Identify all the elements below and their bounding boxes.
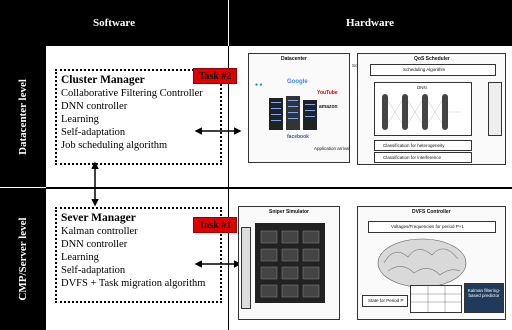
datacenter-panel: Datacenter ● ● Google YouTube amazon fac… (248, 53, 350, 163)
state-table-grid (411, 286, 461, 312)
hetero-box: Classification for heterogeneity (374, 140, 472, 151)
header-divider (228, 0, 229, 46)
qos-scheduler-title: QoS Scheduler (414, 56, 450, 62)
server-item: Self-adaptation (61, 265, 126, 276)
brain-icon (377, 238, 467, 288)
google-logo: Google (287, 79, 308, 85)
task2-badge: Task #2 (193, 68, 237, 84)
scheduling-algorithm-box: Scheduling Algorithm (370, 64, 496, 76)
cluster-item: Collaborative Filtering Controller (61, 88, 203, 99)
dvfs-panel: DVFS Controller Voltages/Frequencies for… (357, 206, 506, 320)
sniper-title: Sniper Simulator (269, 209, 310, 215)
hetero-label: Classification for heterogeneity (383, 143, 445, 148)
row-divider (46, 187, 512, 189)
qos-scheduler-panel: QoS Scheduler Scheduling Algorithm DNN C… (357, 53, 506, 165)
software-header: Software (0, 0, 228, 46)
side-bar-box (488, 82, 502, 136)
interf-box: Classification for interference (374, 152, 472, 163)
dnn-label: DNN (417, 85, 427, 90)
youtube-logo: YouTube (317, 90, 338, 96)
server-item: DNN controller (61, 239, 128, 250)
hardware-header: Hardware (228, 0, 512, 46)
cluster-manager-box: Cluster Manager Collaborative Filtering … (55, 69, 222, 165)
amazon-logo: amazon (319, 104, 338, 110)
voltages-label: Voltages/Frequencies for period P+1 (391, 224, 464, 229)
side-divider (0, 187, 46, 188)
task1-badge: Task #1 (193, 217, 237, 233)
server-item: DVFS + Task migration algorithm (61, 278, 206, 289)
facebook-logo: facebook (287, 134, 309, 140)
cluster-manager-title: Cluster Manager (61, 74, 145, 86)
cluster-item: Self-adaptation (61, 127, 126, 138)
state-table (410, 285, 462, 313)
sniper-panel: Sniper Simulator (238, 206, 340, 320)
hardware-title: Hardware (345, 17, 395, 29)
dvfs-title: DVFS Controller (412, 209, 451, 215)
server-rack-icon (269, 96, 317, 130)
column-divider (228, 46, 229, 330)
dnn-box: DNN (374, 82, 472, 136)
server-item: Kalman controller (61, 226, 138, 237)
datacenter-panel-title: Datacenter (281, 56, 307, 62)
cluster-item: DNN controller (61, 101, 128, 112)
twitter-logo: ● ● (255, 82, 263, 88)
server-manager-title: Sever Manager (61, 212, 136, 224)
task1-label: Task #1 (198, 219, 232, 231)
server-item: Learning (61, 252, 99, 263)
task2-label: Task #2 (198, 70, 232, 82)
dnn-network-icon (382, 94, 461, 130)
left-bar-box (241, 227, 251, 309)
interf-label: Classification for interference (383, 155, 442, 160)
voltages-box: Voltages/Frequencies for period P+1 (368, 221, 496, 233)
state-label: State for Period P (368, 298, 404, 303)
cluster-item: Job scheduling algorithm (61, 140, 168, 151)
application-arrival-label: Application arrival (314, 146, 350, 151)
chip-icon (255, 223, 325, 303)
state-box: State for Period P (362, 295, 408, 307)
kalman-label: Kalman filtering-based predictor (467, 288, 501, 298)
software-title: Software (93, 17, 135, 29)
cluster-item: Learning (61, 114, 99, 125)
server-side: CMP/Server level (0, 188, 46, 330)
datacenter-side: Datacenter level (0, 46, 46, 188)
scheduling-algorithm-label: Scheduling Algorithm (403, 67, 446, 72)
kalman-box: Kalman filtering-based predictor (464, 283, 504, 313)
